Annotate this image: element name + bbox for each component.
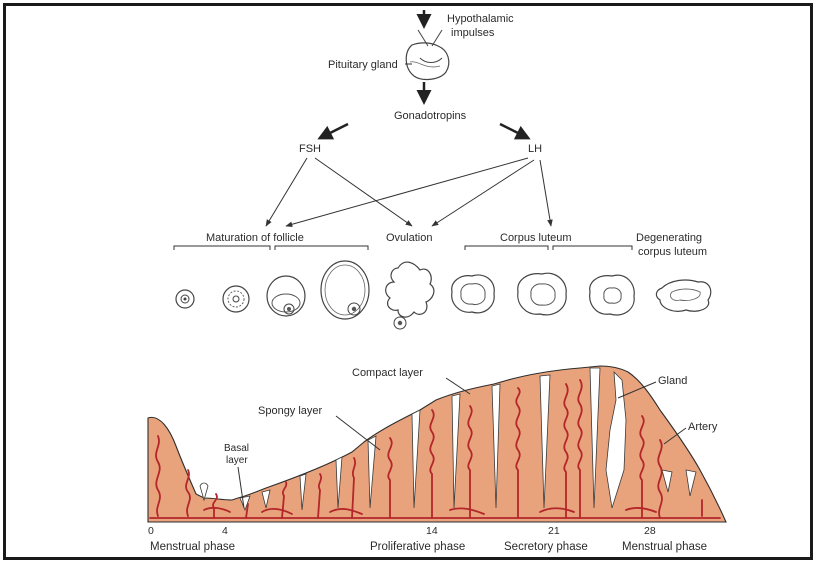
- day-label-14: 14: [426, 525, 438, 537]
- lh-label: LH: [528, 143, 542, 155]
- degenerating-label-2: corpus luteum: [638, 246, 707, 258]
- spongy-layer-label: Spongy layer: [258, 405, 323, 417]
- corpus-luteum-label: Corpus luteum: [500, 232, 572, 244]
- lh-to-ovulation-arrow: [432, 160, 534, 226]
- day-label-0: 0: [148, 525, 154, 537]
- phase-label-menstrual-end: Menstrual phase: [622, 541, 707, 553]
- spongy-layer-pointer: [336, 416, 380, 450]
- corpus-luteum-stage-1: [452, 275, 494, 313]
- follicle-stage-2: [223, 286, 249, 312]
- corpus-luteum-stage-2: [518, 273, 566, 315]
- ovulation-label: Ovulation: [386, 232, 432, 244]
- compact-layer-pointer: [446, 378, 470, 394]
- gland-label: Gland: [658, 375, 687, 387]
- hypothalamic-label-1: Hypothalamic: [447, 13, 514, 25]
- day-label-21: 21: [548, 525, 560, 537]
- ovulation-follicle: [386, 262, 434, 329]
- fsh-to-maturation-arrow: [266, 158, 307, 226]
- follicle-stage-1: [176, 290, 194, 308]
- corpus-luteum-stage-3: [590, 275, 635, 315]
- basal-layer-label-1: Basal: [224, 443, 249, 454]
- gonadotropins-label: Gonadotropins: [394, 110, 467, 122]
- basal-layer-label-2: layer: [226, 455, 248, 466]
- phase-label-secretory: Secretory phase: [504, 541, 588, 553]
- day-label-28: 28: [644, 525, 656, 537]
- maturation-label: Maturation of follicle: [206, 232, 304, 244]
- pituitary-gland-illustration: [406, 30, 449, 79]
- lh-arrow: [500, 124, 528, 138]
- follicle-stage-3: [267, 276, 305, 316]
- fsh-to-ovulation-arrow: [315, 158, 412, 226]
- fsh-arrow: [320, 124, 348, 138]
- compact-layer-label: Compact layer: [352, 367, 423, 379]
- phase-label-menstrual-start: Menstrual phase: [150, 541, 235, 553]
- degenerating-label-1: Degenerating: [636, 232, 702, 244]
- follicle-stage-4: [321, 261, 369, 319]
- fsh-label: FSH: [299, 143, 321, 155]
- pituitary-label: Pituitary gland: [328, 59, 398, 71]
- day-label-4: 4: [222, 525, 228, 537]
- stage-brackets: [174, 246, 632, 250]
- lh-to-maturation-arrow: [286, 158, 528, 226]
- degenerating-corpus-luteum: [656, 280, 710, 311]
- hypothalamic-label-2: impulses: [451, 27, 495, 39]
- phase-label-proliferative: Proliferative phase: [370, 541, 465, 553]
- lh-to-corpus-luteum-arrow: [540, 160, 551, 226]
- artery-label: Artery: [688, 421, 718, 433]
